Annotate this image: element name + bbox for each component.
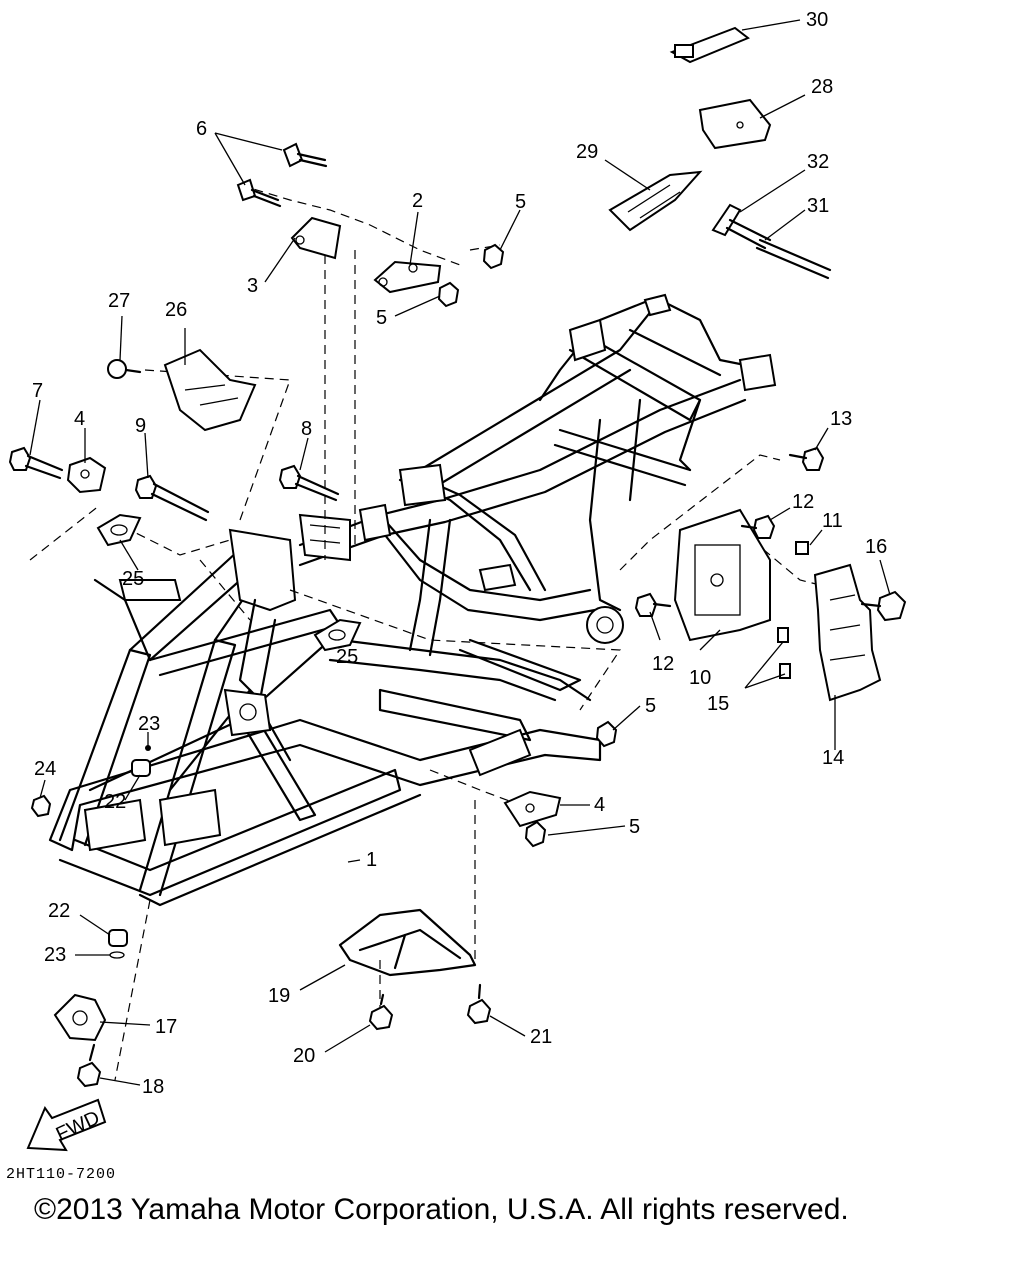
part-20-bolt [368,993,394,1031]
part-28-cap [698,98,772,150]
part-7-bolt [8,446,64,480]
part-2-bracket [373,260,442,294]
part-19-guard [338,908,477,977]
assembly-lines [29,184,821,1081]
callout-20: 20 [293,1045,315,1067]
callout-10: 10 [689,667,711,689]
callout-6: 6 [196,118,207,140]
callout-24: 24 [34,758,56,780]
callout-4-right: 4 [594,794,605,816]
callout-15: 15 [707,693,729,715]
part-9-bolt [134,474,210,522]
part-14-cover [813,563,882,702]
part-10-battery-box [673,508,771,642]
part-16-bolt [860,590,907,622]
callout-5-rear: 5 [645,695,656,717]
callout-30: 30 [806,9,828,31]
callout-23-upper: 23 [138,713,160,735]
callout-16: 16 [865,536,887,558]
callout-1: 1 [366,849,377,871]
callout-8: 8 [301,418,312,440]
copyright-notice: ©2013 Yamaha Motor Corporation, U.S.A. A… [34,1193,849,1226]
part-24-bolt [30,794,52,818]
callout-27: 27 [108,290,130,312]
part-29-tool-bag [608,170,703,232]
callout-9: 9 [135,415,146,437]
callout-26: 26 [165,299,187,321]
part-26-guard [163,348,257,432]
leader-lines [29,19,891,1086]
part-13-bolt [788,446,825,471]
part-21-bolt [466,983,492,1025]
callout-31: 31 [807,195,829,217]
callout-5-bottom: 5 [629,816,640,838]
fwd-arrow: FWD [26,1098,107,1152]
main-frame [48,293,777,907]
callout-2: 2 [412,190,423,212]
part-27-bolt [107,359,142,379]
part-11-clip [795,541,809,555]
callout-5-mid: 5 [376,307,387,329]
callout-5-top: 5 [515,191,526,213]
callout-12-top: 12 [792,491,814,513]
callout-29: 29 [576,141,598,163]
diagram-code: 2HT110-7200 [6,1166,117,1183]
part-6-bolts [236,142,328,208]
part-8-bolt [278,464,340,502]
callout-22-lower: 22 [48,900,70,922]
part-32-handle [711,203,772,250]
callout-17: 17 [155,1016,177,1038]
callout-4-left: 4 [74,408,85,430]
part-30-strap [669,26,750,64]
callout-22-upper: 22 [104,791,126,813]
callout-19: 19 [268,985,290,1007]
part-15-clips [777,627,791,679]
callout-25-left: 25 [122,568,144,590]
callout-32: 32 [807,151,829,173]
callout-11: 11 [822,510,843,532]
callout-18: 18 [142,1076,164,1098]
part-5-nuts [437,243,618,848]
part-3-bracket [290,216,342,260]
part-4-brackets [66,456,562,828]
callout-7: 7 [32,380,43,402]
part-25-grommets [96,513,362,652]
callout-12-bottom: 12 [652,653,674,675]
callout-13: 13 [830,408,852,430]
callout-23-lower: 23 [44,944,66,966]
callout-3: 3 [247,275,258,297]
part-31-rod [755,238,832,280]
callout-14: 14 [822,747,844,769]
part-22-grommets [108,759,151,947]
callout-28: 28 [811,76,833,98]
part-18-bolt [76,1043,102,1088]
callout-25-mid: 25 [336,646,358,668]
callout-numbers: 1 2 3 4 4 5 5 5 5 6 7 8 9 10 11 12 12 13… [32,9,887,1098]
callout-21: 21 [530,1026,552,1048]
part-17-bracket [53,993,107,1042]
